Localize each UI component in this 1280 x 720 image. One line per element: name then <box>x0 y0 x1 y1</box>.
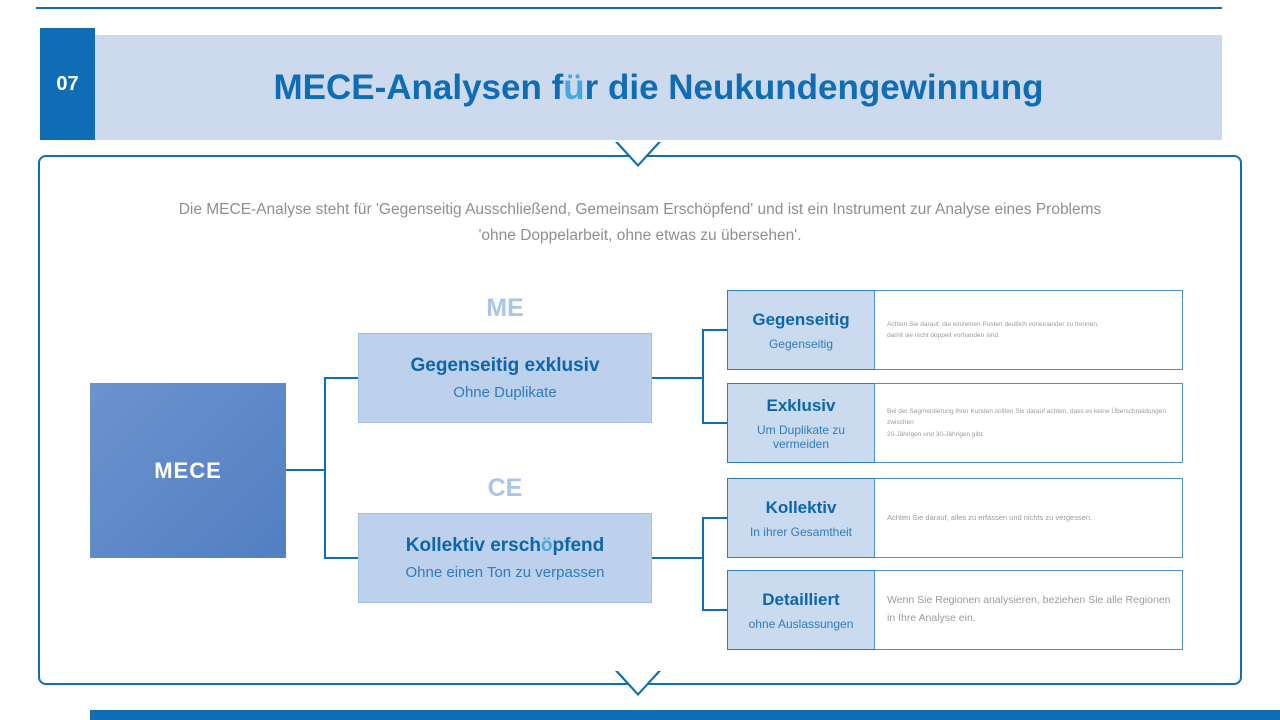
leaf-title: Kollektiv <box>765 497 837 517</box>
branch-title-part: Gegenseitig exklusiv <box>410 355 600 376</box>
root-node-box: MECE <box>90 383 286 558</box>
chevron-fill <box>618 142 658 164</box>
chevron-down-icon <box>615 671 661 696</box>
connector-line <box>326 377 358 379</box>
title-umlaut: ü <box>563 67 585 107</box>
leaf-title: Gegenseitig <box>752 309 850 329</box>
chevron-fill <box>618 671 658 693</box>
connector-line <box>286 469 326 471</box>
connector-line <box>704 609 727 611</box>
leaf-label-box: Gegenseitig Gegenseitig <box>727 290 875 370</box>
title-part: r die Neukundengewinnung <box>584 67 1044 107</box>
connector-line <box>652 557 702 559</box>
leaf-label-box: Kollektiv In ihrer Gesamtheit <box>727 478 875 558</box>
title-banner: MECE-Analysen für die Neukundengewinnung <box>95 35 1222 140</box>
branch-title-part: pfend <box>552 535 605 556</box>
leaf-subtitle: ohne Auslassungen <box>748 616 854 631</box>
branch-box-ce: Kollektiv erschöpfend Ohne einen Ton zu … <box>358 513 652 603</box>
connector-line <box>324 377 326 559</box>
leaf-description-box: Achten Sie darauf, die einzelnen Posten … <box>874 290 1183 370</box>
branch-title: Kollektiv erschöpfend <box>406 535 605 557</box>
branch-box-me: Gegenseitig exklusiv Ohne Duplikate <box>358 333 652 423</box>
intro-text: Die MECE-Analyse steht für 'Gegenseitig … <box>38 197 1242 249</box>
leaf-title: Exklusiv <box>766 395 836 415</box>
branch-tag-me: ME <box>486 294 524 322</box>
intro-line: Die MECE-Analyse steht für 'Gegenseitig … <box>178 201 1102 218</box>
connector-line <box>326 557 358 559</box>
leaf-subtitle: Um Duplikate zu vermeiden <box>756 422 846 451</box>
connector-line <box>652 377 702 379</box>
branch-subtitle: Ohne einen Ton zu verpassen <box>405 564 605 581</box>
slide-number: 07 <box>56 72 79 95</box>
leaf-description-line: 20-Jährigen und 30-Jährigen gibt. <box>887 430 985 438</box>
leaf-description-box: Wenn Sie Regionen analysieren, beziehen … <box>874 570 1183 650</box>
chevron-down-icon <box>615 142 661 167</box>
branch-title-part: Kollektiv ersch <box>405 535 541 556</box>
root-node-label: MECE <box>154 457 222 483</box>
leaf-description-line: damit sie nicht doppelt vorhanden sind. <box>887 332 1000 339</box>
leaf-description-line: Bei der Segmentierung Ihrer Kunden sollt… <box>887 408 1166 427</box>
title-part: MECE-Analysen f <box>273 67 564 107</box>
leaf-label-box: Detailliert ohne Auslassungen <box>727 570 875 650</box>
leaf-subtitle: Gegenseitig <box>768 336 834 351</box>
leaf-description-line: in Ihre Analyse ein. <box>887 612 976 624</box>
connector-line <box>702 329 704 424</box>
leaf-description-box: Bei der Segmentierung Ihrer Kunden sollt… <box>874 383 1183 463</box>
leaf-title: Detailliert <box>762 589 840 609</box>
connector-line <box>702 517 704 611</box>
page-title: MECE-Analysen für die Neukundengewinnung <box>273 68 1043 108</box>
connector-line <box>704 329 727 331</box>
top-accent-line <box>36 7 1222 9</box>
slide-number-badge: 07 <box>40 28 95 140</box>
branch-subtitle: Ohne Duplikate <box>453 384 557 401</box>
bottom-accent-bar <box>90 710 1280 720</box>
leaf-description-line: Achten Sie darauf, die einzelnen Posten … <box>887 320 1099 328</box>
leaf-description-line: Wenn Sie Regionen analysieren, beziehen … <box>887 594 1171 607</box>
branch-title-umlaut: ö <box>540 535 553 556</box>
intro-line: 'ohne Doppelarbeit, ohne etwas zu überse… <box>478 227 802 244</box>
leaf-description-box: Achten Sie darauf, alles zu erfassen und… <box>874 478 1183 558</box>
leaf-label-box: Exklusiv Um Duplikate zu vermeiden <box>727 383 875 463</box>
branch-tag-ce: CE <box>487 474 523 502</box>
leaf-description-line: Achten Sie darauf, alles zu erfassen und… <box>887 512 1093 522</box>
branch-title: Gegenseitig exklusiv <box>410 355 599 377</box>
connector-line <box>704 422 727 424</box>
leaf-subtitle: In ihrer Gesamtheit <box>749 524 853 539</box>
connector-line <box>704 517 727 519</box>
